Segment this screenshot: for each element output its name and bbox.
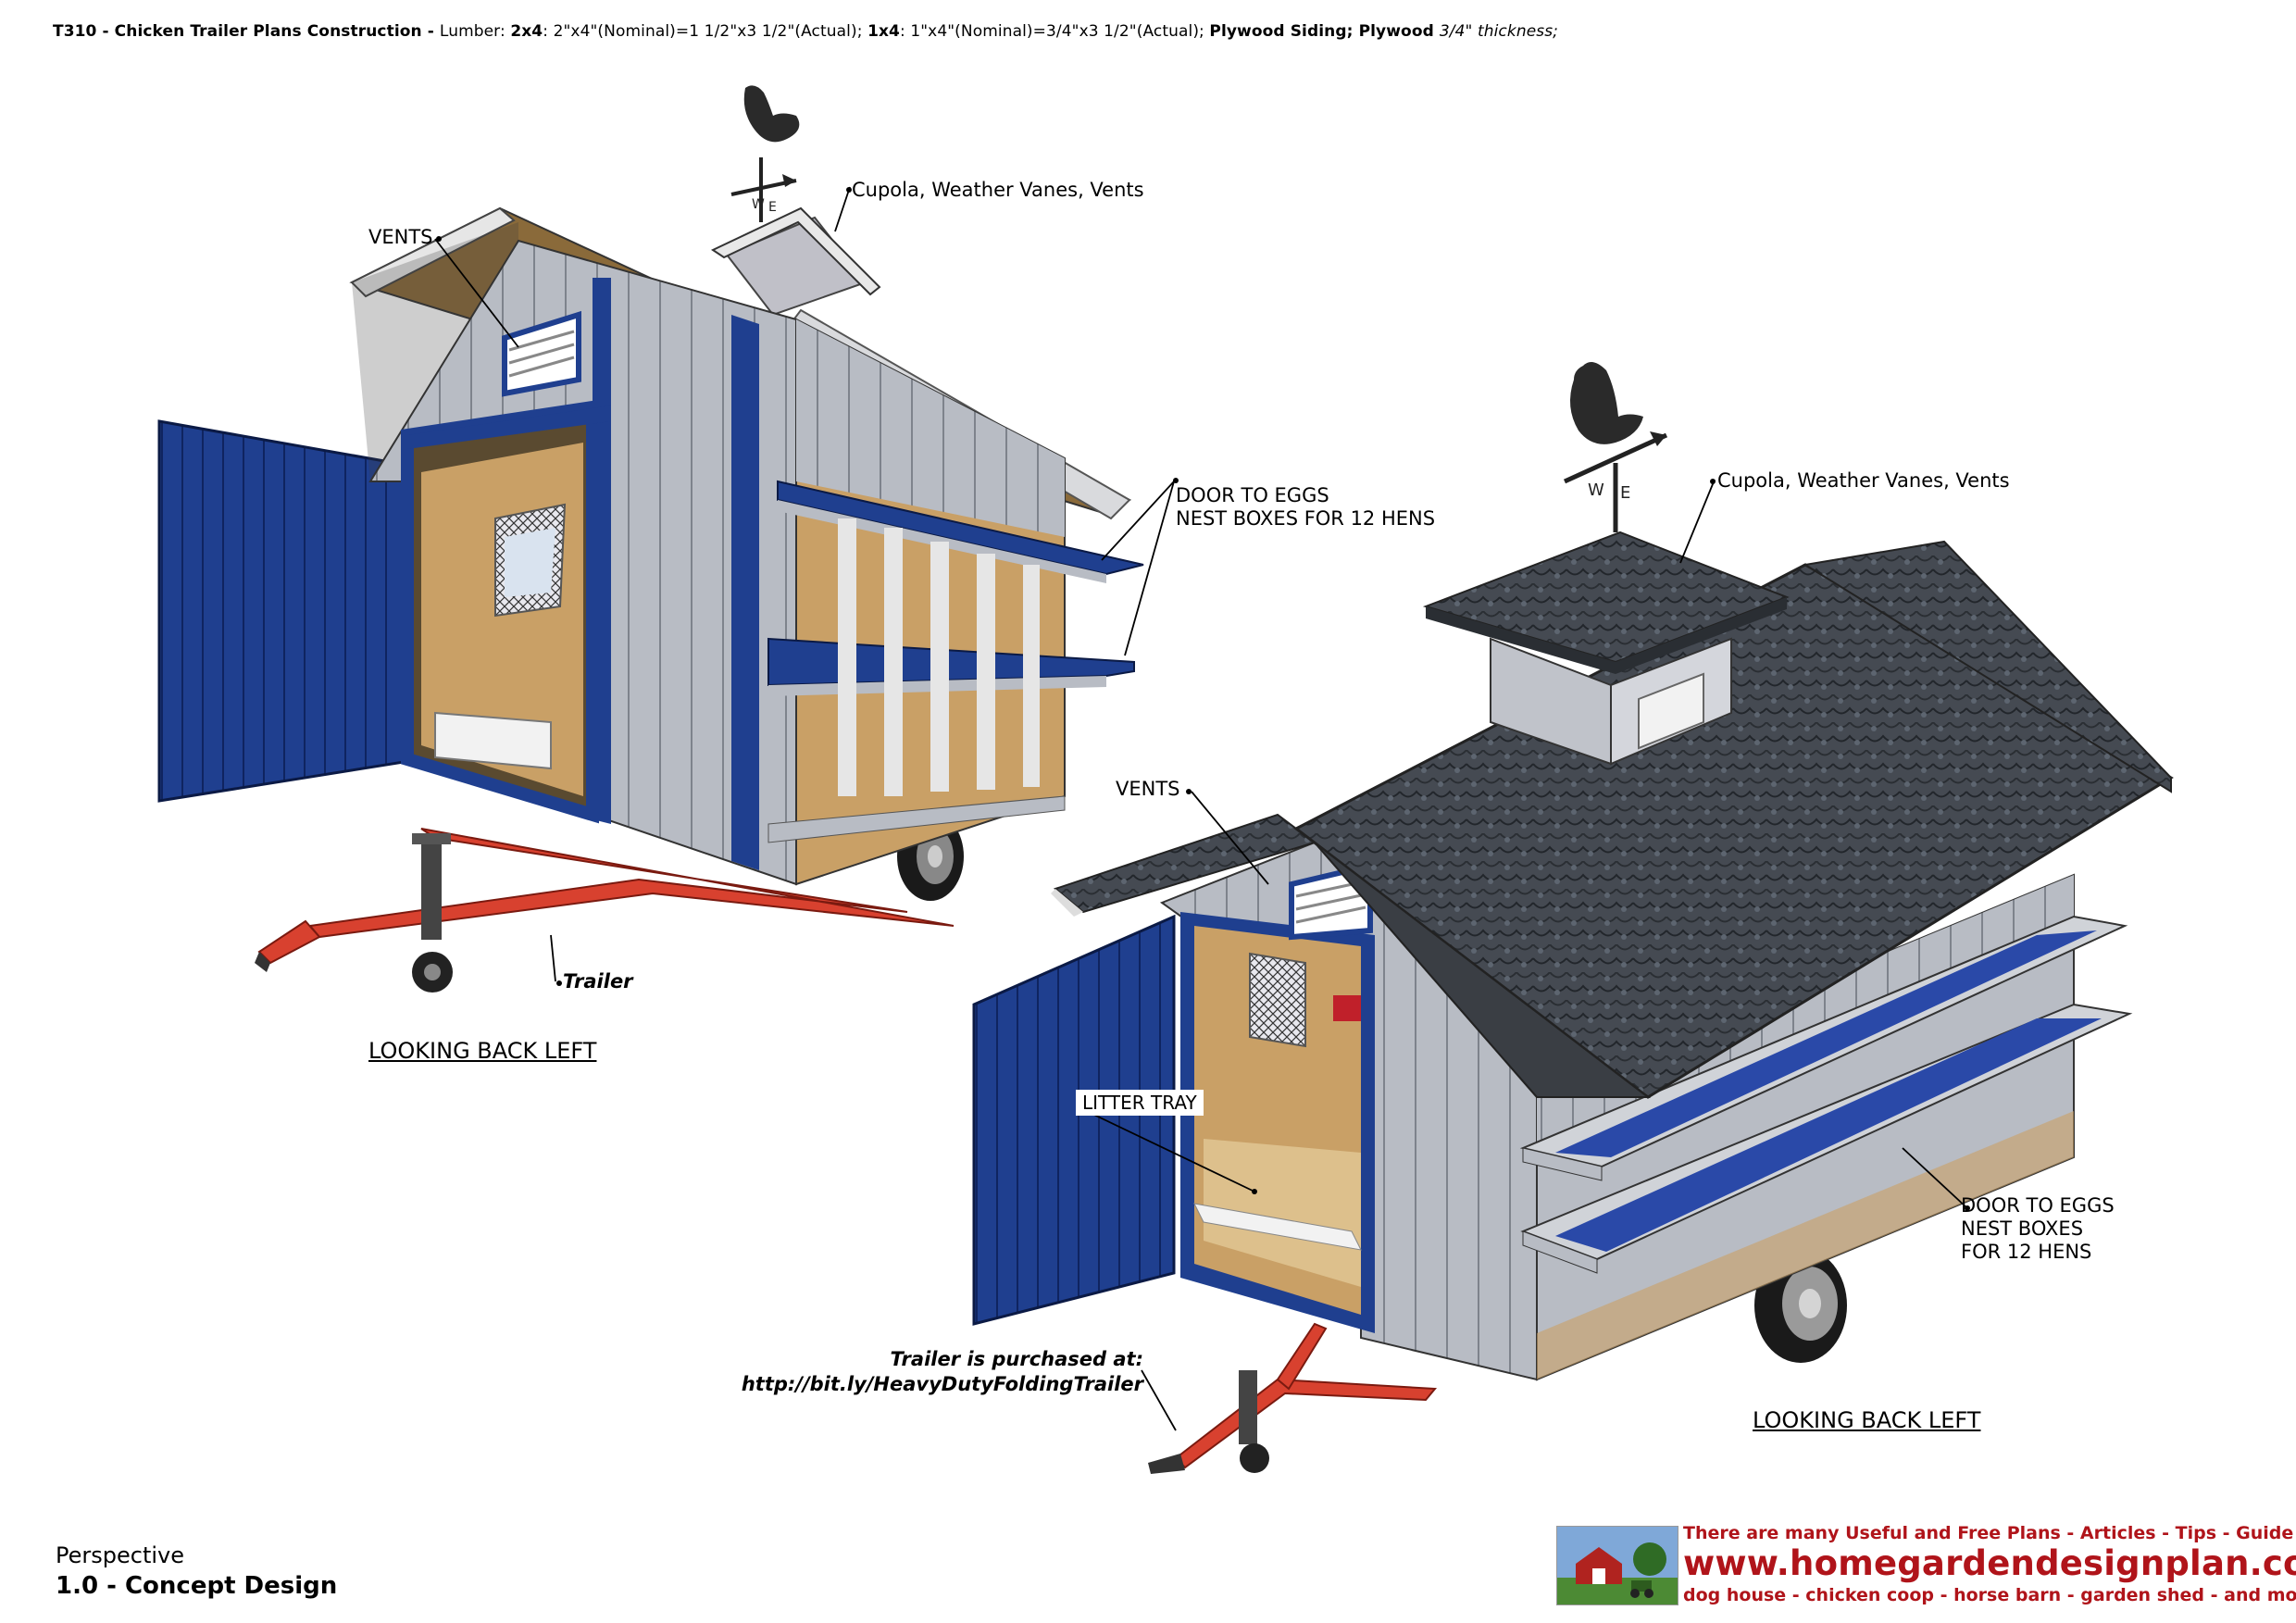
right-door-eggs-label-1: DOOR TO EGGS xyxy=(1961,1194,2115,1217)
left-view-caption: LOOKING BACK LEFT xyxy=(368,1038,597,1064)
right-weather-vane: W E xyxy=(1563,362,1668,532)
trailer-note-line1: Trailer is purchased at: xyxy=(890,1348,1143,1370)
leader-dots xyxy=(436,187,1970,1211)
svg-text:E: E xyxy=(1620,483,1630,503)
header-siding: Plywood Siding; Plywood xyxy=(1209,22,1440,41)
left-vents-label: VENTS xyxy=(368,226,433,248)
trailer-purchase-note: Trailer is purchased at: http://bit.ly/H… xyxy=(704,1347,1143,1398)
right-trailer xyxy=(1148,1248,1847,1474)
left-trailer xyxy=(255,812,964,993)
right-coop: W E xyxy=(972,362,2174,1474)
header-lumber-1x4: 1x4 xyxy=(867,22,900,41)
left-coop: W E xyxy=(157,85,1144,993)
left-trailer-label: Trailer xyxy=(563,970,633,993)
svg-text:W: W xyxy=(752,197,765,212)
right-door-eggs-label-3: FOR 12 HENS xyxy=(1961,1241,2092,1263)
ad-banner[interactable]: There are many Useful and Free Plans - A… xyxy=(1556,1523,2296,1611)
right-vents-label: VENTS xyxy=(1116,778,1180,800)
svg-text:W: W xyxy=(1588,481,1604,500)
left-door-eggs-label-1: DOOR TO EGGS xyxy=(1176,484,1329,506)
svg-text:E: E xyxy=(768,200,777,215)
left-door-eggs-label-2: NEST BOXES FOR 12 HENS xyxy=(1176,507,1436,530)
right-cupola xyxy=(1422,531,1790,766)
trailer-note-link[interactable]: http://bit.ly/HeavyDutyFoldingTrailer xyxy=(741,1373,1143,1396)
header-lumber-1x4-spec: : 1"x4"(Nominal)=3/4"x3 1/2"(Actual); xyxy=(900,22,1210,41)
barn-logo-icon xyxy=(1557,1527,1678,1604)
footer-title: 1.0 - Concept Design xyxy=(56,1572,338,1600)
header-lumber-prefix: Lumber: xyxy=(439,22,511,41)
left-weather-vane: W E xyxy=(730,85,800,222)
header-lumber-2x4: 2x4 xyxy=(510,22,543,41)
ad-categories: dog house - chicken coop - horse barn - … xyxy=(1683,1585,2296,1605)
right-door-eggs-label-2: NEST BOXES xyxy=(1961,1217,2084,1240)
header-code: T310 - Chicken Trailer Plans Constructio… xyxy=(53,22,440,41)
sheet-header: T310 - Chicken Trailer Plans Constructio… xyxy=(53,22,1558,41)
ad-website-link[interactable]: www.homegardendesignplan.com xyxy=(1683,1543,2296,1583)
left-cupola-label: Cupola, Weather Vanes, Vents xyxy=(852,179,1144,201)
ad-tagline: There are many Useful and Free Plans - A… xyxy=(1683,1523,2296,1543)
litter-tray-label: LITTER TRAY xyxy=(1076,1090,1204,1116)
header-lumber-2x4-spec: : 2"x4"(Nominal)=1 1/2"x3 1/2"(Actual); xyxy=(543,22,868,41)
right-cupola-label: Cupola, Weather Vanes, Vents xyxy=(1717,469,2010,492)
header-thickness: 3/4" thickness; xyxy=(1439,22,1559,41)
leader-lines xyxy=(434,186,1968,1431)
site-logo-image xyxy=(1556,1526,1678,1605)
footer-subtitle: Perspective xyxy=(56,1542,184,1568)
right-view-caption: LOOKING BACK LEFT xyxy=(1753,1407,1981,1433)
